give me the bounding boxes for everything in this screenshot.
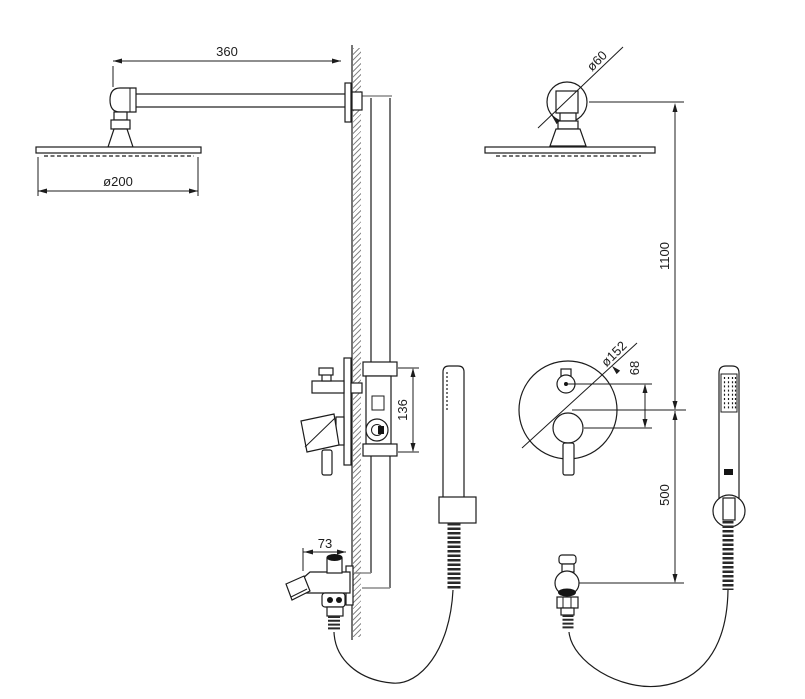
mixer-knob-front (552, 412, 584, 444)
dim-label-slider-height: 136 (395, 399, 410, 421)
arm-wall-flange (344, 82, 352, 123)
shower-arm (109, 82, 363, 123)
rail-clamp-top (362, 361, 398, 377)
dim-lower-height: 500 (572, 409, 686, 584)
rail-clamp-bottom (362, 443, 398, 457)
outlet-elbow-side (285, 554, 354, 631)
diverter-body (311, 380, 345, 394)
mixer-lever-front (562, 442, 575, 476)
supply-rail (354, 95, 392, 589)
dim-label-upper-height: 1100 (657, 242, 672, 270)
rain-shower-head-front (484, 81, 656, 157)
dim-diverter-offset: 68 (567, 361, 652, 429)
rain-shower-head-side (35, 111, 202, 157)
outlet-knob (326, 554, 343, 561)
outlet-knob-front (558, 554, 577, 565)
dim-arm-length: 360 (112, 44, 341, 87)
dim-slider-height: 136 (395, 367, 419, 453)
outlet-elbow-front (554, 554, 580, 630)
hand-shower-front (568, 365, 746, 688)
brand-mark (724, 469, 733, 475)
dim-label-outlet-projection: 73 (318, 536, 332, 551)
dim-outlet-projection: 73 (302, 536, 346, 571)
slider-knob (365, 418, 389, 442)
arm-wall-nut (351, 91, 363, 111)
shower-hose-side (333, 589, 454, 684)
mixer-valve-side (300, 357, 398, 476)
concealed-valve-front (518, 342, 638, 476)
hand-shower-holder-side (438, 496, 477, 524)
shower-hose-front (568, 589, 729, 688)
dim-upper-height: 1100 (589, 101, 684, 410)
mixer-wall-plate (343, 357, 352, 466)
spray-face (720, 373, 738, 413)
dim-label-wall-flange-diameter: ø60 (584, 48, 610, 74)
hand-shower-side (333, 365, 477, 684)
diameter-leader (521, 342, 638, 449)
outlet-spout (285, 575, 311, 601)
lever-handle-bar (321, 449, 333, 476)
wall-hatching (353, 48, 361, 637)
dim-label-arm-length: 360 (216, 44, 238, 59)
dim-label-head-diameter: ø200 (103, 174, 133, 189)
dim-label-lower-height: 500 (657, 484, 672, 506)
dim-head-diameter: ø200 (37, 157, 199, 196)
diverter-knob-side (318, 367, 334, 376)
dim-label-diverter-offset: 68 (627, 361, 642, 375)
